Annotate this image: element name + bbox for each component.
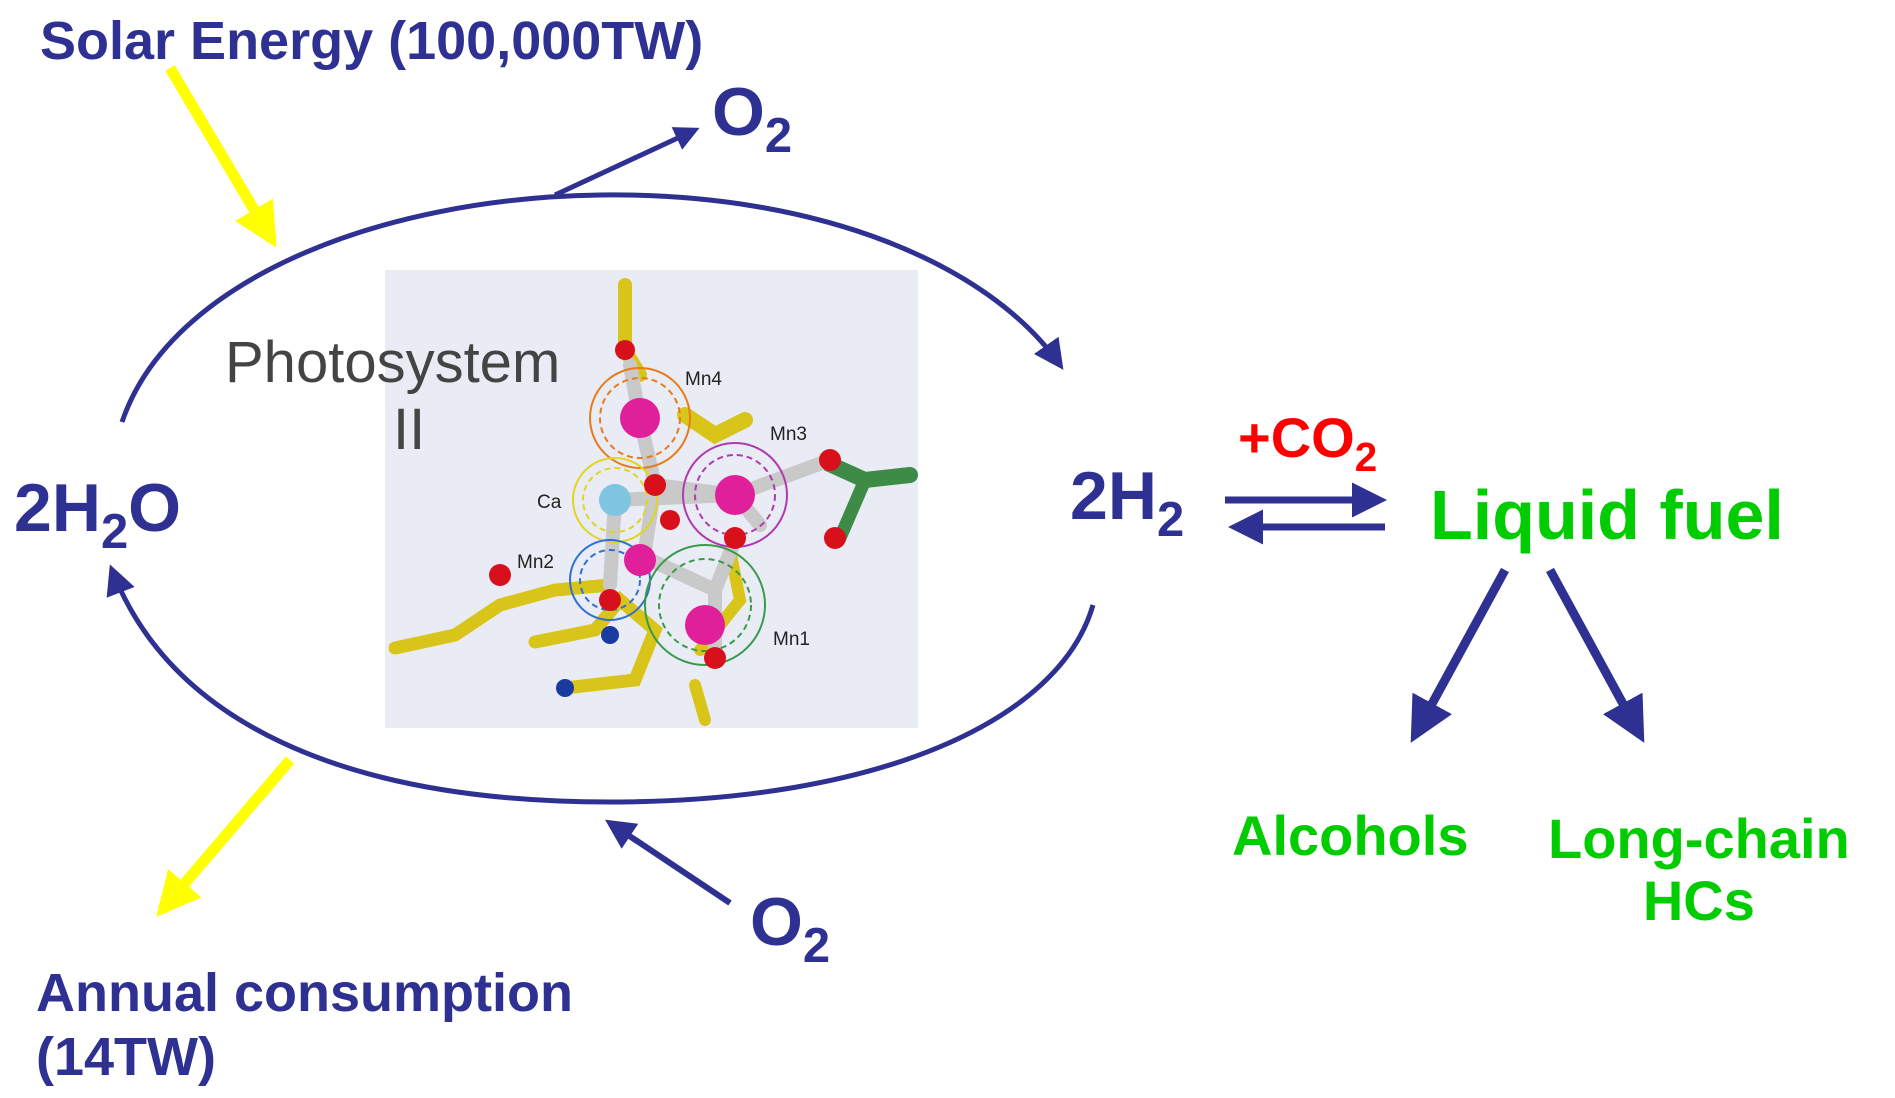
cycle-arc-top — [119, 192, 1064, 423]
water-label: 2H2O — [14, 470, 182, 560]
hydrogen-label: 2H2 — [1070, 458, 1185, 548]
label-mn3: Mn3 — [770, 424, 807, 445]
label-ca: Ca — [537, 492, 562, 513]
hydrocarbons-arrow — [1546, 567, 1645, 743]
o2-out-arrow — [553, 127, 700, 198]
o2-bottom-label: O2 — [750, 884, 831, 974]
photosystem-ii-structure-image: Mn4 Mn3 Ca Mn2 Mn1 — [385, 270, 918, 728]
solar-energy-label: Solar Energy (100,000TW) — [40, 11, 704, 71]
consumption-arrow — [156, 756, 295, 917]
o2-top-label: O2 — [712, 74, 793, 164]
liquid-fuel-label: Liquid fuel — [1430, 476, 1784, 554]
alcohols-arrow — [1410, 567, 1509, 743]
co2-label: +CO2 — [1238, 406, 1378, 481]
alcohols-label: Alcohols — [1232, 804, 1469, 867]
cycle-arc-bottom — [106, 564, 1096, 805]
label-mn1: Mn1 — [773, 629, 810, 650]
label-mn2: Mn2 — [517, 552, 554, 573]
o2-in-arrow — [605, 819, 732, 906]
label-mn4: Mn4 — [685, 369, 722, 390]
long-chain-hcs-label: Long-chain HCs — [1548, 807, 1850, 932]
annual-consumption-label: Annual consumption (14TW) — [36, 963, 573, 1087]
solar-energy-arrow — [165, 65, 277, 248]
photosystem-label: Photosystem II — [225, 330, 561, 462]
